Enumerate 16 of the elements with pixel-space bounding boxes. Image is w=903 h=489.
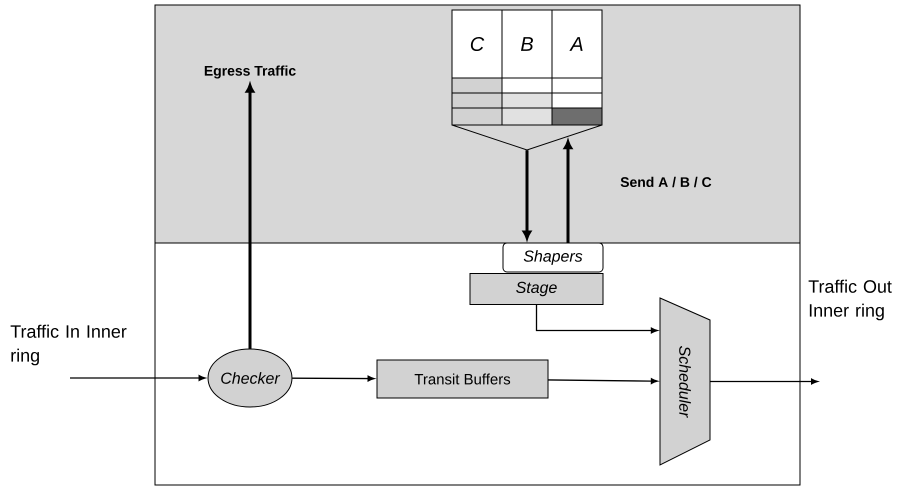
egress-label: Egress Traffic xyxy=(204,65,296,79)
arrow xyxy=(548,378,658,384)
port-label: Traffic In Inner ring xyxy=(10,324,126,366)
stage-box: Stage xyxy=(470,273,604,305)
buffer-box: Transit Buffers xyxy=(376,360,548,398)
arrow xyxy=(710,378,818,384)
annotation-text: Send A / B / C xyxy=(620,176,712,188)
shapers-box: Shapers xyxy=(502,242,604,272)
arrow xyxy=(564,140,572,242)
arrow xyxy=(292,376,375,382)
arrow xyxy=(70,375,206,381)
arrow xyxy=(522,150,532,240)
port-label: Traffic Out Inner ring xyxy=(808,280,892,320)
queue-table: C B A xyxy=(452,10,602,151)
arrow xyxy=(536,305,658,334)
arrow xyxy=(246,84,254,348)
